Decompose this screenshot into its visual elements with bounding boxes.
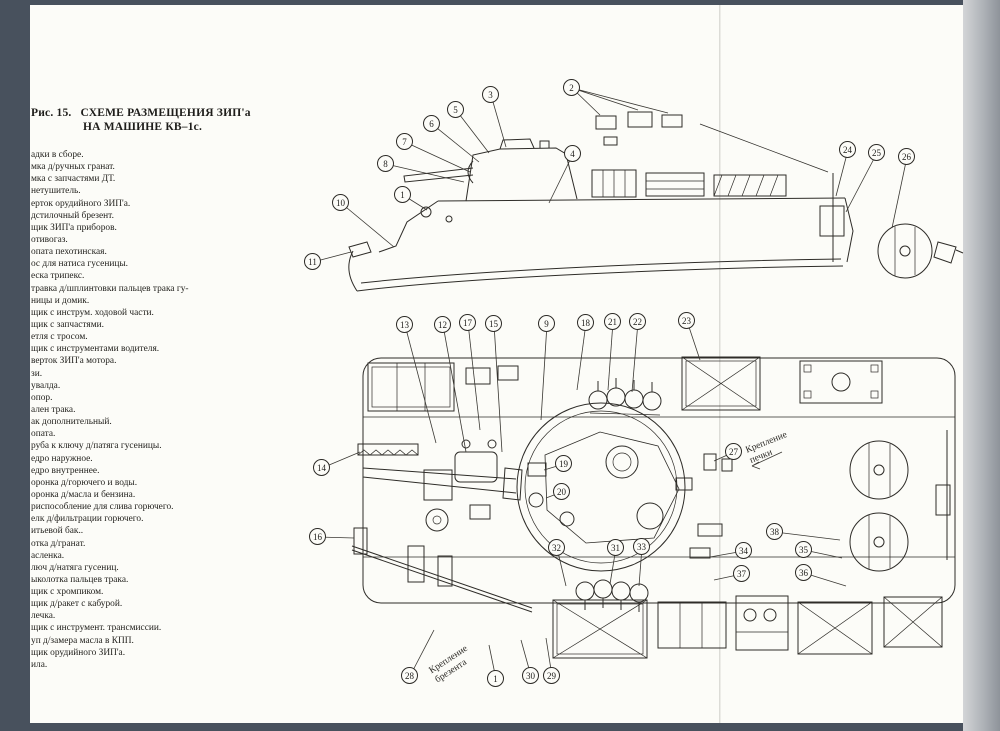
- callout-29: 29: [543, 667, 560, 684]
- page-fold-line: [719, 5, 721, 723]
- callout-13: 13: [396, 316, 413, 333]
- callout-9: 9: [538, 315, 555, 332]
- list-item: травка д/шплинтовки пальцев трака гу-: [31, 283, 189, 294]
- list-item: опата.: [31, 429, 56, 440]
- list-item: щик д/ракет с кабурой.: [31, 599, 123, 610]
- callout-1: 1: [394, 186, 411, 203]
- figure-caption: Рис. 15. СХЕМЕ РАЗМЕЩЕНИЯ ЗИП'а НА МАШИН…: [31, 106, 256, 134]
- callout-37: 37: [733, 565, 750, 582]
- callout-14: 14: [313, 459, 330, 476]
- list-item: щик с хромпиком.: [31, 587, 104, 598]
- callout-1: 1: [487, 670, 504, 687]
- list-item: люч д/натяга гусениц.: [31, 562, 119, 573]
- list-item: асленка.: [31, 550, 65, 561]
- list-item: адки в сборе.: [31, 150, 84, 160]
- side-view-drawing: [348, 111, 964, 292]
- list-item: едро внутреннее.: [31, 465, 100, 476]
- callout-21: 21: [604, 313, 621, 330]
- callout-25: 25: [868, 144, 885, 161]
- callout-33: 33: [633, 538, 650, 555]
- callout-27: 27: [725, 443, 742, 460]
- list-item: ален трака.: [31, 404, 76, 415]
- list-item: етля с тросом.: [31, 332, 88, 343]
- callout-2: 2: [563, 79, 580, 96]
- list-item: отивогаз.: [31, 234, 68, 245]
- callout-18: 18: [577, 314, 594, 331]
- callout-11: 11: [304, 253, 321, 270]
- figure-number: Рис. 15.: [31, 107, 72, 119]
- callout-15: 15: [485, 315, 502, 332]
- list-item: дстилочный брезент.: [31, 210, 114, 221]
- callout-4: 4: [564, 145, 581, 162]
- list-item: щик с инструмент. трансмиссии.: [31, 623, 162, 634]
- list-item: ак дополнительный.: [31, 417, 112, 428]
- top-view-drawing: [351, 356, 956, 659]
- list-item: ыколотка пальцев трака.: [31, 574, 129, 585]
- list-item: лечка.: [31, 611, 56, 622]
- list-item: опата пехотинская.: [31, 247, 107, 258]
- list-item: зи.: [31, 368, 43, 379]
- list-item: еска трипекс.: [31, 271, 85, 282]
- parts-list: адки в сборе. мка д/ручных гранат.мка с з…: [31, 149, 293, 671]
- list-item: отка д/гранат.: [31, 538, 86, 549]
- callout-7: 7: [396, 133, 413, 150]
- callout-24: 24: [839, 141, 856, 158]
- list-item: оронка д/горючего и воды.: [31, 477, 138, 488]
- list-item: опор.: [31, 392, 53, 403]
- callout-38: 38: [766, 523, 783, 540]
- callout-19: 19: [555, 455, 572, 472]
- list-item: риспособление для слива горючего.: [31, 502, 174, 513]
- list-item: щик с инструм. ходовой части.: [31, 307, 154, 318]
- callout-10: 10: [332, 194, 349, 211]
- callout-20: 20: [553, 483, 570, 500]
- callout-28: 28: [401, 667, 418, 684]
- callout-30: 30: [522, 667, 539, 684]
- list-item: ницы и домик.: [31, 295, 90, 306]
- callout-32: 32: [548, 539, 565, 556]
- callout-17: 17: [459, 314, 476, 331]
- list-item: нетушитель.: [31, 186, 81, 197]
- callout-26: 26: [898, 148, 915, 165]
- callout-16: 16: [309, 528, 326, 545]
- list-item: уп д/замера масла в КПП.: [31, 635, 134, 646]
- callout-22: 22: [629, 313, 646, 330]
- callout-8: 8: [377, 155, 394, 172]
- callout-34: 34: [735, 542, 752, 559]
- callout-3: 3: [482, 86, 499, 103]
- callout-5: 5: [447, 101, 464, 118]
- list-item: верток ЗИП'а мотора.: [31, 356, 117, 367]
- list-item: ерток орудийного ЗИП'а.: [31, 198, 131, 209]
- callout-23: 23: [678, 312, 695, 329]
- list-item: щик ЗИП'а приборов.: [31, 222, 117, 233]
- list-item: мка д/ручных гранат.: [31, 162, 115, 173]
- list-item: щик орудийного ЗИП'а.: [31, 647, 126, 658]
- callout-31: 31: [607, 539, 624, 556]
- list-item: елк д/фильтрации горючего.: [31, 514, 144, 525]
- list-item: мка с запчастями ДТ.: [31, 174, 116, 185]
- callout-6: 6: [423, 115, 440, 132]
- list-item: ос для натиса гусеницы.: [31, 259, 129, 270]
- list-item: щик с инструментами водителя.: [31, 344, 160, 355]
- list-item: итьевой бак..: [31, 526, 84, 537]
- list-item: едро наружное.: [31, 453, 93, 464]
- callout-36: 36: [795, 564, 812, 581]
- callout-35: 35: [795, 541, 812, 558]
- list-item: ила.: [31, 659, 48, 670]
- figure-title-line2: НА МАШИНЕ КВ–1с.: [83, 121, 203, 133]
- page-edge-strip: [963, 0, 1000, 731]
- callout-12: 12: [434, 316, 451, 333]
- list-item: щик с запчастями.: [31, 319, 105, 330]
- list-item: оронка д/масла и бензина.: [31, 489, 136, 500]
- figure-title-line1: СХЕМЕ РАЗМЕЩЕНИЯ ЗИП'а: [80, 107, 251, 119]
- list-item: руба к ключу д/патяга гусеницы.: [31, 441, 162, 452]
- list-item: увалда.: [31, 380, 61, 391]
